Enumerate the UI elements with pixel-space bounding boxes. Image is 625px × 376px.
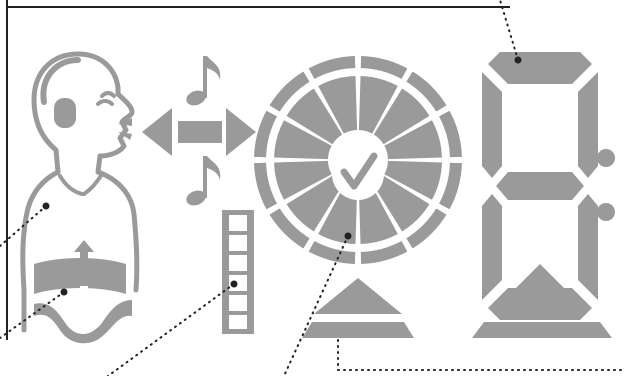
segment-c bbox=[578, 194, 598, 300]
leader-digit-top bbox=[499, 0, 519, 61]
wheel-inner-segment bbox=[286, 175, 343, 232]
leader-abdomen bbox=[0, 291, 65, 339]
wheel-inner-segment bbox=[286, 88, 343, 145]
wheel-outer-segment bbox=[406, 71, 447, 112]
leader-endpoints bbox=[42, 56, 522, 296]
wheel-outer-segment bbox=[439, 162, 462, 210]
leader-wheel bbox=[283, 235, 349, 376]
wheel-inner-segment bbox=[274, 160, 332, 200]
music-note-icon-2 bbox=[186, 156, 221, 206]
music-note-icon bbox=[186, 56, 221, 106]
level-cell-1 bbox=[229, 215, 247, 231]
arrow-down-icon bbox=[74, 286, 94, 310]
segment-wheel bbox=[254, 56, 462, 264]
wheel-stand-icon bbox=[302, 278, 414, 338]
wheel-inner-segment bbox=[373, 88, 430, 145]
mouth-sound-icon bbox=[118, 118, 132, 140]
wheel-outer-segment bbox=[254, 110, 277, 158]
leader-body bbox=[0, 205, 47, 247]
level-cell-3 bbox=[229, 255, 247, 271]
wheel-inner-segment bbox=[384, 160, 442, 200]
level-bar-icon bbox=[222, 210, 254, 334]
level-cell-2 bbox=[229, 235, 247, 251]
segment-f bbox=[482, 72, 502, 178]
leader-level-bar bbox=[107, 283, 235, 376]
segment-a bbox=[488, 52, 592, 84]
wheel-outer-segment bbox=[308, 241, 356, 264]
wheel-inner-segment bbox=[384, 120, 442, 160]
level-cell-6 bbox=[229, 315, 247, 329]
wheel-inner-segment bbox=[358, 76, 398, 134]
wheel-outer-segment bbox=[406, 208, 447, 249]
wheel-outer-segment bbox=[254, 162, 277, 210]
level-cell-5 bbox=[229, 295, 247, 311]
segment-e bbox=[482, 194, 502, 300]
abdomen-icon bbox=[34, 258, 132, 344]
seven-segment-digit-icon bbox=[472, 52, 612, 338]
segment-base bbox=[472, 322, 612, 338]
segment-g bbox=[496, 172, 584, 200]
wheel-outer-segment bbox=[269, 71, 310, 112]
wheel-outer-segment bbox=[360, 241, 408, 264]
segment-b bbox=[578, 72, 598, 178]
wheel-outer-segment bbox=[308, 56, 356, 79]
leader-base bbox=[337, 339, 625, 371]
arrow-up-icon bbox=[74, 240, 94, 264]
colon-icon bbox=[597, 149, 615, 221]
wheel-outer-segment bbox=[439, 110, 462, 158]
wheel-inner-segment bbox=[318, 76, 358, 134]
wheel-inner-segment bbox=[318, 186, 358, 244]
wheel-outer-segment bbox=[360, 56, 408, 79]
headphone-icon bbox=[40, 57, 81, 128]
double-arrow-icon bbox=[142, 108, 256, 156]
wheel-outer-segment bbox=[269, 208, 310, 249]
checkmark-icon bbox=[332, 148, 384, 200]
wheel-inner-segment bbox=[274, 120, 332, 160]
wheel-inner-segment bbox=[373, 175, 430, 232]
segment-d-cap bbox=[492, 264, 588, 312]
wheel-inner-segment bbox=[358, 186, 398, 244]
head-profile-icon bbox=[20, 51, 140, 333]
